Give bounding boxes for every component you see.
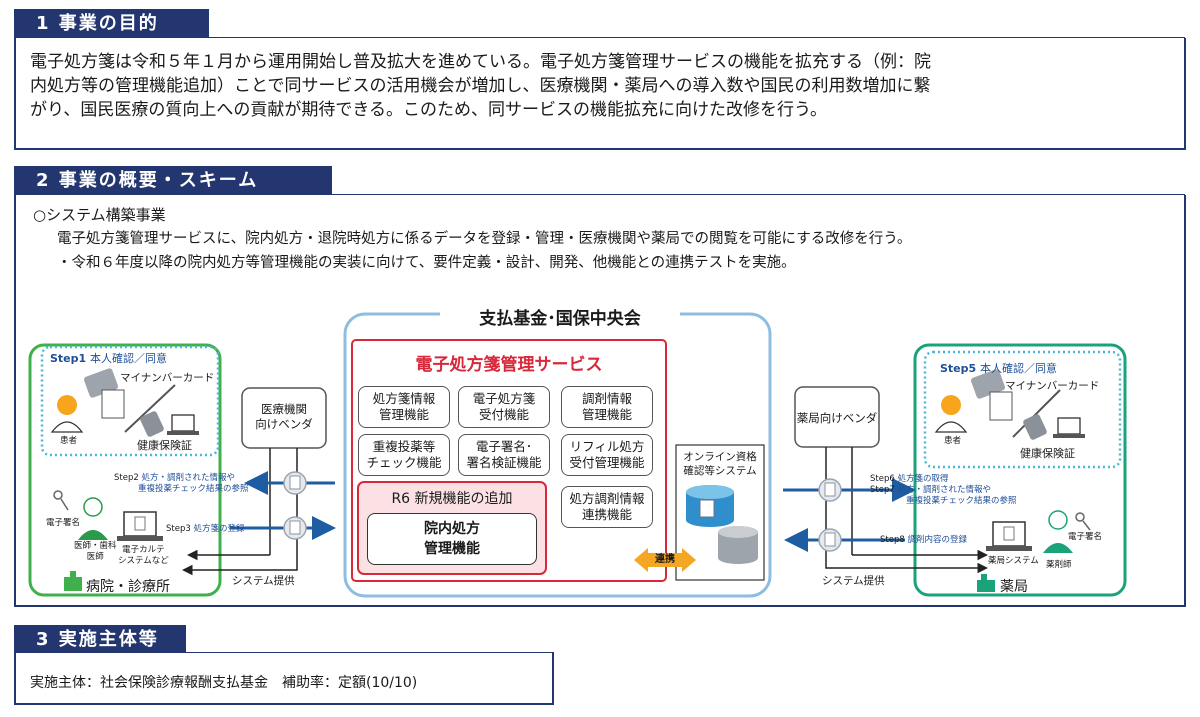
- purpose-line-3: がり、国民医療の質向上への貢献が期待できる。このため、同サービスの機能拡充に向け…: [30, 100, 827, 120]
- hospital-insurance: 健康保険証: [137, 439, 192, 452]
- function-duplicate-check: 重複投薬等チェック機能: [358, 434, 450, 476]
- function-dispensing-management: 調剤情報管理機能: [561, 386, 653, 428]
- pharmacy-my-number: マイナンバーカード: [1005, 380, 1100, 392]
- pharmacy-patient: 患者: [944, 436, 962, 446]
- hospital-doctor: 医師・歯科 医師: [74, 541, 117, 562]
- function-refill-reception: リフィル処方受付管理機能: [561, 434, 653, 476]
- function-prescription-management: 処方箋情報管理機能: [358, 386, 450, 428]
- center-title: 支払基金･国保中央会: [440, 304, 680, 329]
- section1-body: 電子処方箋は令和５年１月から運用開始し普及拡大を進めている。電子処方箋管理サービ…: [30, 50, 1180, 122]
- pharmacy-e-sign: 電子署名: [1068, 532, 1103, 542]
- scheme-line-1: 電子処方箋管理サービスに、院内処方・退院時処方に係るデータを登録・管理・医療機関…: [57, 231, 912, 247]
- function-in-hospital-prescription: 院内処方管理機能: [367, 513, 537, 565]
- scheme-subheading: ○システム構築事業: [33, 206, 166, 224]
- section3-heading: 3 実施主体等: [14, 625, 186, 655]
- function-e-signature: 電子署名･署名検証機能: [458, 434, 550, 476]
- online-system-label: オンライン資格 確認等システム: [683, 451, 757, 477]
- pharmacy-system: 薬局システム: [988, 556, 1039, 566]
- vendor-hospital: 医療機関 向けベンダ: [255, 402, 313, 431]
- purpose-line-2: 内処方等の管理機能追加）ことで同サービスの活用機会が増加し、医療機関・薬局への導…: [30, 76, 931, 96]
- section3-body: 実施主体：社会保険診療報酬支払基金 補助率：定額(10/10): [30, 675, 418, 691]
- scheme-line-2: ・令和６年度以降の院内処方等管理機能の実装に向けて、要件定義・設計、開発、他機能…: [57, 255, 796, 271]
- section1-heading: 1 事業の目的: [14, 9, 209, 39]
- hospital-label: 病院・診療所: [86, 579, 170, 595]
- function-dispensing-link: 処方調剤情報連携機能: [561, 486, 653, 528]
- pharmacy-label: 薬局: [1000, 579, 1028, 595]
- step1-label: Step1 本人確認／同意: [50, 352, 168, 365]
- section1-box: [14, 38, 1186, 150]
- vendor-pharmacy: 薬局向けベンダ: [796, 411, 878, 425]
- hospital-patient: 患者: [60, 436, 78, 446]
- step2-label: Step2 処方・調剤された情報や 重複投薬チェック結果の参照: [114, 473, 249, 494]
- r6-title: R6 新規機能の追加: [391, 491, 513, 507]
- function-e-prescription-reception: 電子処方箋受付機能: [458, 386, 550, 428]
- hospital-ehr: 電子カルテ システムなど: [118, 545, 169, 566]
- step6-7-label: Step6 処方箋の取得 Step7 処方・調剤された情報や 重複投薬チェック結…: [870, 474, 1017, 506]
- purpose-line-1: 電子処方箋は令和５年１月から運用開始し普及拡大を進めている。電子処方箋管理サービ…: [30, 52, 931, 72]
- step8-label: Step8 調剤内容の登録: [880, 535, 967, 545]
- system-provide-right: システム提供: [822, 575, 885, 587]
- section2-heading: 2 事業の概要・スキーム: [14, 166, 332, 196]
- step3-label: Step3 処方箋の登録: [166, 524, 245, 534]
- system-provide-left: システム提供: [232, 575, 295, 587]
- pharmacist: 薬剤師: [1046, 560, 1072, 570]
- hospital-my-number: マイナンバーカード: [120, 372, 215, 384]
- hospital-e-sign: 電子署名: [46, 518, 81, 528]
- service-title: 電子処方箋管理サービス: [415, 355, 603, 375]
- renkei-label: 連携: [655, 554, 675, 565]
- section3-box: [14, 653, 554, 705]
- pharmacy-insurance: 健康保険証: [1020, 447, 1075, 460]
- step5-label: Step5 本人確認／同意: [940, 362, 1058, 375]
